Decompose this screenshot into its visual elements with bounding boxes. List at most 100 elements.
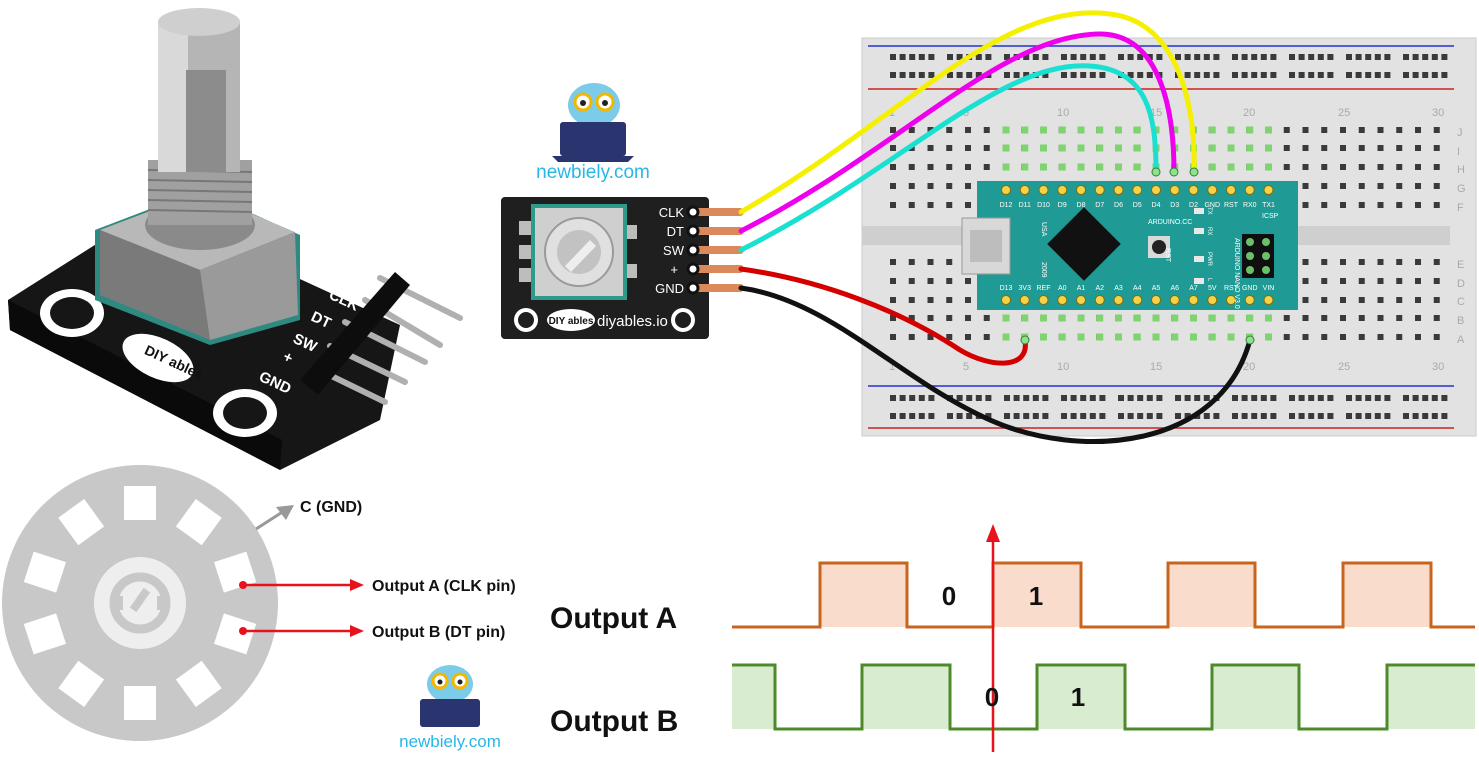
arduino-icsp: ICSP xyxy=(1262,213,1279,220)
disc-b-label: Output B (DT pin) xyxy=(372,624,505,641)
rail-hole xyxy=(1422,395,1429,401)
rail-hole xyxy=(956,72,963,78)
breadboard-hole xyxy=(1358,127,1365,133)
breadboard-hole xyxy=(1283,334,1290,340)
rail-hole xyxy=(1146,413,1153,419)
arduino-top-pin-label: D7 xyxy=(1095,202,1104,209)
rail-hole xyxy=(1042,72,1049,78)
breadboard-hole xyxy=(890,164,896,170)
arduino-bottom-pin-label: VIN xyxy=(1263,285,1275,292)
rail-hole xyxy=(1251,413,1258,419)
rail-hole xyxy=(1374,54,1381,60)
breadboard-hole xyxy=(1302,334,1309,340)
arduino-pin xyxy=(1169,295,1180,305)
breadboard-hole xyxy=(1340,145,1346,151)
breadboard-hole xyxy=(1283,164,1290,170)
rail-hole xyxy=(1203,54,1210,60)
breadboard-hole xyxy=(1433,127,1440,133)
newbiely-logo-bottom: newbiely.com xyxy=(399,665,501,751)
breadboard-hole xyxy=(1321,259,1328,265)
rail-hole xyxy=(1346,72,1352,78)
breadboard-hole xyxy=(1340,278,1346,284)
rail-hole xyxy=(1251,395,1258,401)
bb-row-d: D xyxy=(1457,278,1465,290)
rail-hole xyxy=(1384,72,1391,78)
breadboard-hole xyxy=(1433,164,1440,170)
breadboard-connected-hole xyxy=(1002,144,1010,152)
bb-row-f: F xyxy=(1457,202,1464,214)
breadboard-connected-hole xyxy=(1077,333,1085,341)
rail-hole xyxy=(1023,413,1030,419)
rail-hole xyxy=(1317,413,1324,419)
rail-hole xyxy=(1289,54,1295,60)
rail-hole xyxy=(928,395,935,401)
arduino-pin xyxy=(1244,185,1255,195)
rail-hole xyxy=(1365,413,1372,419)
breadboard-connected-hole xyxy=(1077,163,1085,171)
rail-hole xyxy=(1146,395,1153,401)
breadboard-connected-hole xyxy=(1002,333,1010,341)
rail-hole xyxy=(1042,413,1049,419)
rail-hole xyxy=(1194,72,1201,78)
rail-hole xyxy=(1089,54,1096,60)
rail-hole xyxy=(1232,54,1238,60)
breadboard-connected-hole xyxy=(1058,144,1066,152)
rail-hole xyxy=(1317,395,1324,401)
breadboard-hole xyxy=(1321,183,1328,189)
rail-hole xyxy=(1260,413,1267,419)
breadboard-hole xyxy=(1396,334,1403,340)
module-pin-plus: + xyxy=(670,262,678,277)
breadboard-hole xyxy=(927,278,934,284)
bb-col-5: 5 xyxy=(963,107,969,119)
rail-hole xyxy=(1137,72,1144,78)
breadboard-connected-hole xyxy=(1002,314,1010,322)
breadboard-hole xyxy=(983,164,990,170)
breadboard-hole xyxy=(1377,202,1384,208)
arduino-top-pin-label: D4 xyxy=(1152,202,1161,209)
wire-gnd-gnd xyxy=(738,285,1253,444)
rail-hole xyxy=(1175,395,1181,401)
arduino-pin xyxy=(1113,185,1124,195)
rail-hole xyxy=(1270,395,1277,401)
breadboard-connected-hole xyxy=(1208,144,1216,152)
rail-hole xyxy=(1403,395,1409,401)
breadboard-hole xyxy=(1415,202,1421,208)
breadboard-hole xyxy=(1340,334,1346,340)
rail-hole xyxy=(1422,54,1429,60)
rail-hole xyxy=(1441,54,1448,60)
arduino-top-pin-label: GND xyxy=(1204,202,1220,209)
bb-col-25-bottom: 25 xyxy=(1338,361,1350,373)
rail-hole xyxy=(1298,72,1305,78)
rail-hole xyxy=(1298,54,1305,60)
arduino-pin xyxy=(1001,185,1011,195)
breadboard-hole xyxy=(908,164,915,170)
rail-hole xyxy=(1089,413,1096,419)
module-pin-gnd: GND xyxy=(655,281,684,296)
rail-hole xyxy=(1308,54,1315,60)
rail-hole xyxy=(1298,395,1305,401)
module-maker: diyables.io xyxy=(597,313,668,330)
rail-hole xyxy=(1431,395,1438,401)
arduino-year: 2009 xyxy=(1040,262,1047,278)
breadboard-connected-hole xyxy=(1040,126,1047,134)
rail-hole xyxy=(1412,413,1419,419)
disc-slot xyxy=(58,660,105,708)
breadboard-hole xyxy=(983,334,990,340)
arduino-top-pin-label: D2 xyxy=(1189,202,1198,209)
arduino-model: ARDUINO NANO V3.0 xyxy=(1233,238,1240,309)
rail-hole xyxy=(1374,395,1381,401)
breadboard-connected-hole xyxy=(1246,126,1254,134)
breadboard-hole xyxy=(946,278,953,284)
output-b-state-left: 0 xyxy=(985,682,999,712)
rail-hole xyxy=(975,54,982,60)
bb-row-g: G xyxy=(1457,183,1466,195)
rail-hole xyxy=(947,413,953,419)
wire-end-gnd xyxy=(1245,335,1255,345)
wire-plus-5v xyxy=(738,266,1028,366)
breadboard-connected-hole xyxy=(1115,163,1122,171)
breadboard-connected-hole xyxy=(1152,333,1160,341)
breadboard-connected-hole xyxy=(1077,144,1085,152)
rail-hole xyxy=(1042,54,1049,60)
arduino-top-pin-label: D5 xyxy=(1133,202,1142,209)
rail-hole xyxy=(1260,72,1267,78)
